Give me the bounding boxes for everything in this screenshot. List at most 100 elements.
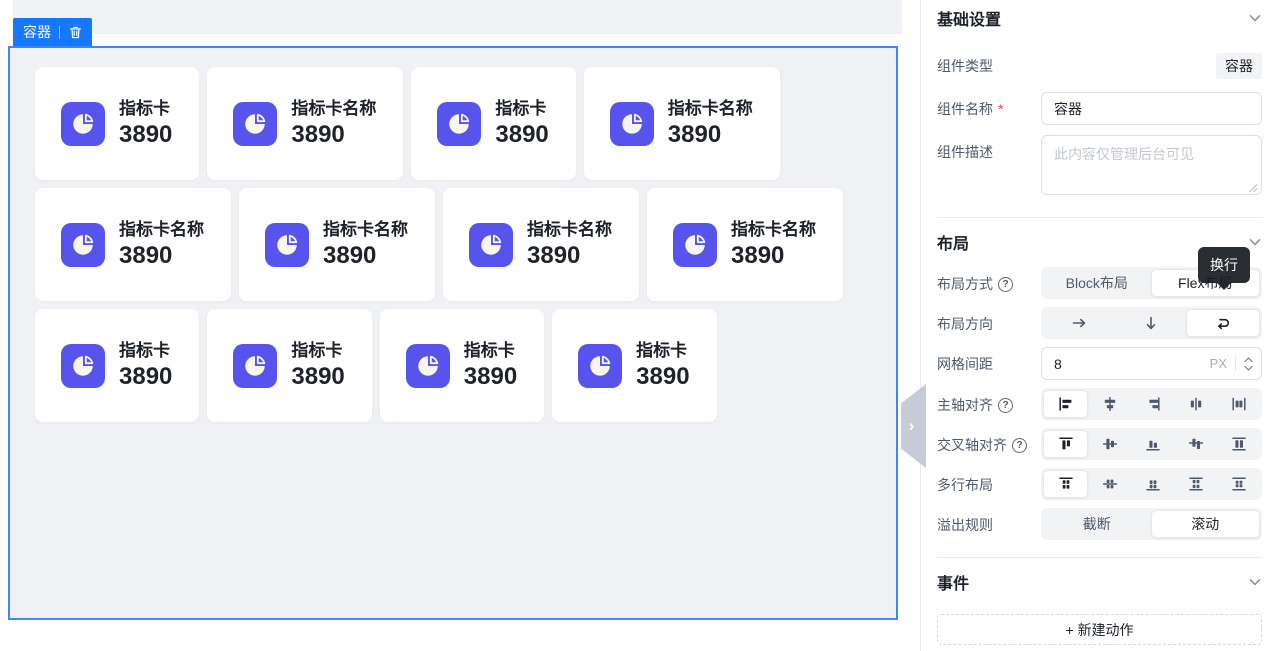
metric-card[interactable]: 指标卡 3890 bbox=[35, 309, 200, 422]
chevron-down-icon bbox=[1249, 15, 1261, 22]
component-desc-textarea[interactable] bbox=[1041, 135, 1262, 195]
card-grid: 指标卡 3890 指标卡名称 3890 指标卡 3890 指标卡名称 3890 … bbox=[35, 67, 843, 422]
justify-space-between-icon[interactable] bbox=[1174, 390, 1217, 418]
metric-card-title: 指标卡名称 bbox=[731, 219, 816, 239]
metric-card-title: 指标卡 bbox=[636, 340, 688, 360]
field-label: 溢出规则 bbox=[937, 517, 993, 533]
metric-card[interactable]: 指标卡 3890 bbox=[207, 309, 372, 422]
metric-card[interactable]: 指标卡名称 3890 bbox=[647, 188, 843, 301]
content-start-icon[interactable] bbox=[1043, 470, 1088, 498]
pie-chart-icon bbox=[673, 222, 717, 267]
layout-mode-option-0[interactable]: Block布局 bbox=[1043, 269, 1151, 297]
trash-icon[interactable] bbox=[68, 25, 83, 40]
field-label: 多行布局 bbox=[937, 477, 993, 493]
metric-card[interactable]: 指标卡 3890 bbox=[411, 67, 576, 180]
align-start-icon[interactable] bbox=[1043, 430, 1088, 458]
metric-card-value: 3890 bbox=[636, 362, 690, 390]
component-name-input[interactable] bbox=[1041, 92, 1262, 125]
metric-card[interactable]: 指标卡名称 3890 bbox=[239, 188, 435, 301]
align-stretch-icon[interactable] bbox=[1217, 430, 1260, 458]
component-desc-row: 组件描述 bbox=[937, 135, 1262, 200]
field-label: 组件名称 bbox=[937, 101, 993, 117]
field-label: 布局方式 bbox=[937, 276, 993, 292]
field-label: 网格间距 bbox=[937, 356, 993, 372]
pie-chart-icon bbox=[469, 222, 513, 267]
align-center-icon[interactable] bbox=[1088, 430, 1131, 458]
metric-card[interactable]: 指标卡名称 3890 bbox=[443, 188, 639, 301]
pie-chart-icon bbox=[405, 343, 450, 388]
justify-start-icon[interactable] bbox=[1043, 390, 1088, 418]
help-icon[interactable]: ? bbox=[998, 397, 1013, 413]
grid-gap-unit: PX bbox=[1209, 356, 1227, 371]
pie-chart-icon bbox=[73, 355, 94, 376]
content-space-between-icon[interactable] bbox=[1174, 470, 1217, 498]
input-divider bbox=[1235, 356, 1236, 371]
metric-card[interactable]: 指标卡名称 3890 bbox=[207, 67, 404, 180]
field-label: 布局方向 bbox=[937, 316, 993, 332]
arrow-right-icon[interactable] bbox=[1043, 309, 1115, 337]
section-events[interactable]: 事件 bbox=[937, 569, 1262, 595]
layout-direction-segmented bbox=[1041, 307, 1262, 339]
metric-card[interactable]: 指标卡 3890 bbox=[35, 67, 200, 180]
metric-card-title: 指标卡 bbox=[495, 98, 547, 118]
justify-segmented bbox=[1041, 388, 1262, 420]
metric-card-value: 3890 bbox=[667, 120, 722, 148]
settings-panel: 基础设置 组件类型 容器 组件名称 * 组件描述 布局 bbox=[920, 0, 1280, 651]
section-divider bbox=[937, 217, 1262, 218]
canvas: 容器 指标卡 3890 指标卡名称 3890 指标卡 3 bbox=[8, 0, 902, 620]
content-end-icon[interactable] bbox=[1131, 470, 1174, 498]
pie-chart-icon bbox=[73, 113, 94, 134]
align-end-icon[interactable] bbox=[1131, 430, 1174, 458]
card-row: 指标卡 3890 指标卡名称 3890 指标卡 3890 指标卡名称 3890 bbox=[35, 67, 843, 180]
cross-align-segmented bbox=[1041, 428, 1262, 460]
justify-center-icon[interactable] bbox=[1088, 390, 1131, 418]
stepper-up-icon[interactable] bbox=[1244, 356, 1253, 363]
justify-end-icon[interactable] bbox=[1131, 390, 1174, 418]
metric-card-title: 指标卡名称 bbox=[291, 98, 377, 118]
metric-card[interactable]: 指标卡名称 3890 bbox=[35, 188, 231, 301]
align-baseline-icon[interactable] bbox=[1174, 430, 1217, 458]
tag-divider bbox=[59, 25, 60, 39]
required-asterisk: * bbox=[998, 101, 1004, 117]
field-label: 主轴对齐 bbox=[937, 397, 993, 413]
section-title: 基础设置 bbox=[937, 12, 1002, 29]
overflow-row: 溢出规则 截断滚动 bbox=[937, 508, 1262, 540]
section-divider bbox=[937, 557, 1262, 558]
arrow-down-icon[interactable] bbox=[1115, 309, 1187, 337]
metric-card-value: 3890 bbox=[463, 362, 518, 390]
metric-card-title: 指标卡名称 bbox=[667, 98, 753, 118]
metric-card[interactable]: 指标卡 3890 bbox=[552, 309, 717, 422]
component-type-row: 组件类型 容器 bbox=[937, 53, 1262, 79]
grid-gap-value: 8 bbox=[1054, 355, 1062, 372]
help-icon[interactable]: ? bbox=[1012, 437, 1027, 453]
wrap-icon[interactable] bbox=[1186, 309, 1261, 337]
multi-row-segmented bbox=[1041, 468, 1262, 500]
grid-gap-row: 网格间距 8 PX bbox=[937, 347, 1262, 380]
metric-card-title: 指标卡 bbox=[463, 340, 515, 360]
section-basic-settings[interactable]: 基础设置 bbox=[937, 5, 1262, 31]
section-layout[interactable]: 布局 bbox=[937, 229, 1262, 255]
overflow-option-1[interactable]: 滚动 bbox=[1150, 510, 1260, 538]
metric-card[interactable]: 指标卡名称 3890 bbox=[583, 67, 780, 180]
content-center-icon[interactable] bbox=[1088, 470, 1131, 498]
grid-gap-input[interactable]: 8 PX bbox=[1041, 347, 1262, 380]
selection-tag-label: 容器 bbox=[23, 24, 51, 40]
stepper-down-icon[interactable] bbox=[1244, 365, 1253, 371]
pie-chart-icon bbox=[61, 222, 105, 267]
chevron-right-icon: › bbox=[908, 416, 915, 435]
layout-direction-row: 布局方向 bbox=[937, 307, 1262, 339]
pie-chart-icon bbox=[449, 113, 470, 134]
wrap-tooltip-text: 换行 bbox=[1210, 257, 1238, 273]
justify-space-around-icon[interactable] bbox=[1217, 390, 1260, 418]
selection-tag: 容器 bbox=[13, 18, 92, 46]
help-icon[interactable]: ? bbox=[998, 276, 1013, 292]
card-row: 指标卡 3890 指标卡 3890 指标卡 3890 指标卡 3890 bbox=[35, 309, 843, 422]
component-type-badge: 容器 bbox=[1216, 53, 1262, 79]
container-component[interactable]: 指标卡 3890 指标卡名称 3890 指标卡 3890 指标卡名称 3890 … bbox=[8, 46, 898, 620]
content-space-around-icon[interactable] bbox=[1217, 470, 1260, 498]
overflow-option-0[interactable]: 截断 bbox=[1043, 510, 1151, 538]
overflow-segmented: 截断滚动 bbox=[1041, 508, 1262, 540]
add-action-button[interactable]: + 新建动作 bbox=[937, 614, 1262, 645]
metric-card[interactable]: 指标卡 3890 bbox=[379, 309, 545, 422]
